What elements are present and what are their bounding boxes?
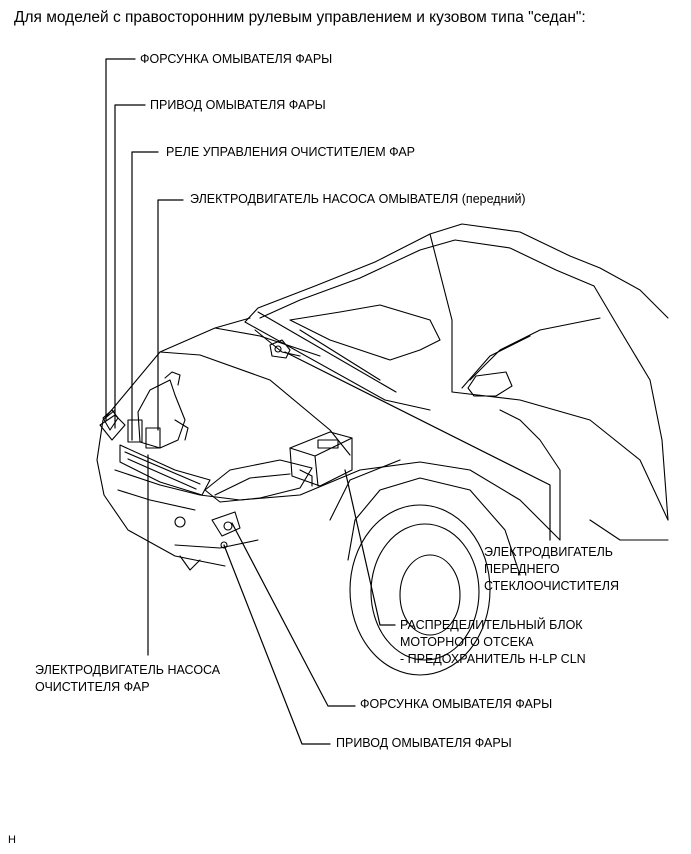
label-washer-pump-front: ЭЛЕКТРОДВИГАТЕЛЬ НАСОСА ОМЫВАТЕЛЯ (перед… (190, 192, 526, 206)
leader-lines (105, 58, 551, 745)
label-washer-actuator-top: ПРИВОД ОМЫВАТЕЛЯ ФАРЫ (150, 98, 326, 112)
car-body (96, 223, 669, 676)
label-washer-actuator-bottom: ПРИВОД ОМЫВАТЕЛЯ ФАРЫ (336, 736, 512, 750)
engine-components (102, 339, 353, 487)
label-wiper-motor-line3: СТЕКЛООЧИСТИТЕЛЯ (484, 579, 619, 593)
label-cleaner-relay: РЕЛЕ УПРАВЛЕНИЯ ОЧИСТИТЕЛЕМ ФАР (166, 145, 415, 159)
footer-code: H (8, 834, 16, 846)
label-cleaner-pump-line2: ОЧИСТИТЕЛЯ ФАР (35, 680, 150, 694)
label-wiper-motor-line2: ПЕРЕДНЕГО (484, 562, 560, 576)
label-wiper-motor-line1: ЭЛЕКТРОДВИГАТЕЛЬ (484, 545, 613, 559)
page-heading: Для моделей с правосторонним рулевым упр… (14, 9, 586, 26)
label-wiper-motor: ЭЛЕКТРОДВИГАТЕЛЬ ПЕРЕДНЕГО СТЕКЛООЧИСТИТ… (484, 544, 619, 595)
label-cleaner-pump-line1: ЭЛЕКТРОДВИГАТЕЛЬ НАСОСА (35, 663, 221, 677)
label-engine-relay-block-line3: - ПРЕДОХРАНИТЕЛЬ H-LP CLN (400, 652, 586, 666)
label-washer-nozzle-top: ФОРСУНКА ОМЫВАТЕЛЯ ФАРЫ (140, 52, 333, 66)
label-cleaner-pump: ЭЛЕКТРОДВИГАТЕЛЬ НАСОСА ОЧИСТИТЕЛЯ ФАР (35, 662, 220, 696)
label-engine-relay-block-line1: РАСПРЕДЕЛИТЕЛЬНЫЙ БЛОК (400, 618, 583, 632)
label-engine-relay-block: РАСПРЕДЕЛИТЕЛЬНЫЙ БЛОК МОТОРНОГО ОТСЕКА … (400, 617, 586, 668)
label-washer-nozzle-bottom: ФОРСУНКА ОМЫВАТЕЛЯ ФАРЫ (360, 697, 553, 711)
label-engine-relay-block-line2: МОТОРНОГО ОТСЕКА (400, 635, 534, 649)
